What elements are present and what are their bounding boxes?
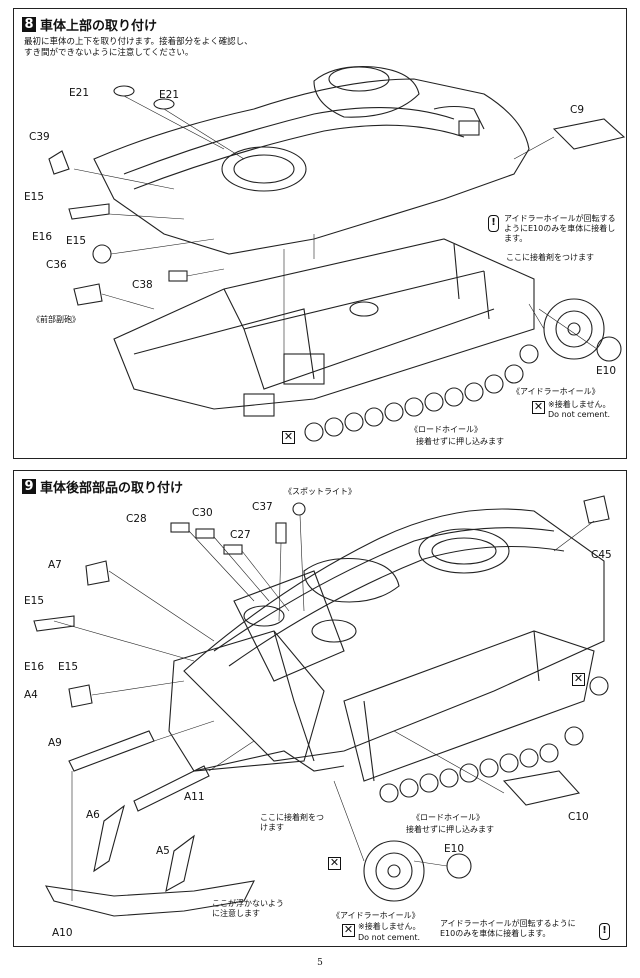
label-c37: C37 [252, 501, 273, 513]
label-c27: C27 [230, 529, 251, 541]
step-8-glue-note: ここに接着剤をつけます [506, 253, 594, 262]
label-e15-b: E15 [66, 235, 86, 247]
step-9-title: 車体後部部品の取り付け [40, 481, 184, 496]
label-a9: A9 [48, 737, 62, 749]
step-8-instruction: 最初に車体の上下を取り付けます。接着部分をよく確認し、すき間ができないように注意… [24, 37, 253, 58]
step-8-no-cement-en: Do not cement. [548, 410, 611, 419]
label-e15: E15 [24, 595, 44, 607]
label-e16: E16 [32, 231, 52, 243]
label-a6: A6 [86, 809, 100, 821]
label-a5: A5 [156, 845, 170, 857]
label-a4: A4 [24, 689, 38, 701]
step-8-illustration [48, 66, 626, 442]
step-8-title: 車体上部の取り付け [40, 19, 158, 34]
step-9-illustration [33, 495, 610, 917]
step-9-number: 9 [22, 479, 36, 494]
label-c9: C9 [570, 104, 585, 116]
step-8-number: 8 [22, 17, 36, 32]
label-e21-b: E21 [159, 89, 179, 101]
label-c30: C30 [192, 507, 213, 519]
no-cement-icon: ✕ [282, 430, 295, 444]
step-8-road-wheel-note: 接着せずに押し込みます [416, 437, 504, 446]
step-8-no-cement-jp: ※接着しません。 [548, 400, 611, 409]
label-a7: A7 [48, 559, 62, 571]
step-9-road-wheel-label: 《ロードホイール》 [412, 813, 484, 822]
no-cement-icon: ✕ [342, 923, 355, 937]
label-e21-a: E21 [69, 87, 89, 99]
step-9-header: 9 車体後部部品の取り付け [22, 477, 183, 496]
step-8-idler-label: 《アイドラーホイール》 [512, 387, 600, 396]
label-c36: C36 [46, 259, 67, 271]
label-c39: C39 [29, 131, 50, 143]
label-e10: E10 [596, 365, 616, 377]
label-a10: A10 [52, 927, 73, 939]
page-number: 5 [317, 958, 323, 968]
step-8-header: 8 車体上部の取り付け [22, 15, 157, 34]
caution-icon: ! [599, 923, 610, 940]
step-9-glue-note: ここに接着剤をつけます [260, 813, 324, 832]
step-9-no-cement-en: Do not cement. [358, 933, 421, 942]
label-c28: C28 [126, 513, 147, 525]
step-8-idler-caution: アイドラーホイールが回転するようにE10のみを車体に接着します。 [504, 214, 616, 243]
front-gun-note: 《前部副砲》 [32, 315, 80, 324]
label-a11: A11 [184, 791, 205, 803]
step-9-idler-label: 《アイドラーホイール》 [332, 911, 420, 920]
step-8-panel: 8 車体上部の取り付け 最初に車体の上下を取り付けます。接着部分をよく確認し、す… [13, 8, 627, 459]
label-c38: C38 [132, 279, 153, 291]
label-e15-b: E15 [58, 661, 78, 673]
step-9-idler-caution: アイドラーホイールが回転するようにE10のみを車体に接着します。 [440, 919, 576, 938]
caution-icon: ! [488, 215, 499, 232]
step-8-road-wheel-label: 《ロードホイール》 [410, 425, 482, 434]
no-cement-icon: ✕ [532, 400, 545, 414]
no-cement-icon: ✕ [328, 856, 341, 870]
spotlight-label: 《スポットライト》 [284, 487, 356, 496]
label-c45: C45 [591, 549, 612, 561]
step-9-panel: 9 車体後部部品の取り付け 《スポットライト》 C28 C30 C37 C27 … [13, 470, 627, 947]
label-c10: C10 [568, 811, 589, 823]
label-e10: E10 [444, 843, 464, 855]
no-cement-icon: ✕ [572, 672, 585, 686]
step-9-road-wheel-note: 接着せずに押し込みます [406, 825, 494, 834]
step-9-float-note: ここが浮かないように注意します [212, 899, 284, 918]
step-9-no-cement-jp: ※接着しません。 [358, 922, 421, 931]
label-e15: E15 [24, 191, 44, 203]
label-e16: E16 [24, 661, 44, 673]
